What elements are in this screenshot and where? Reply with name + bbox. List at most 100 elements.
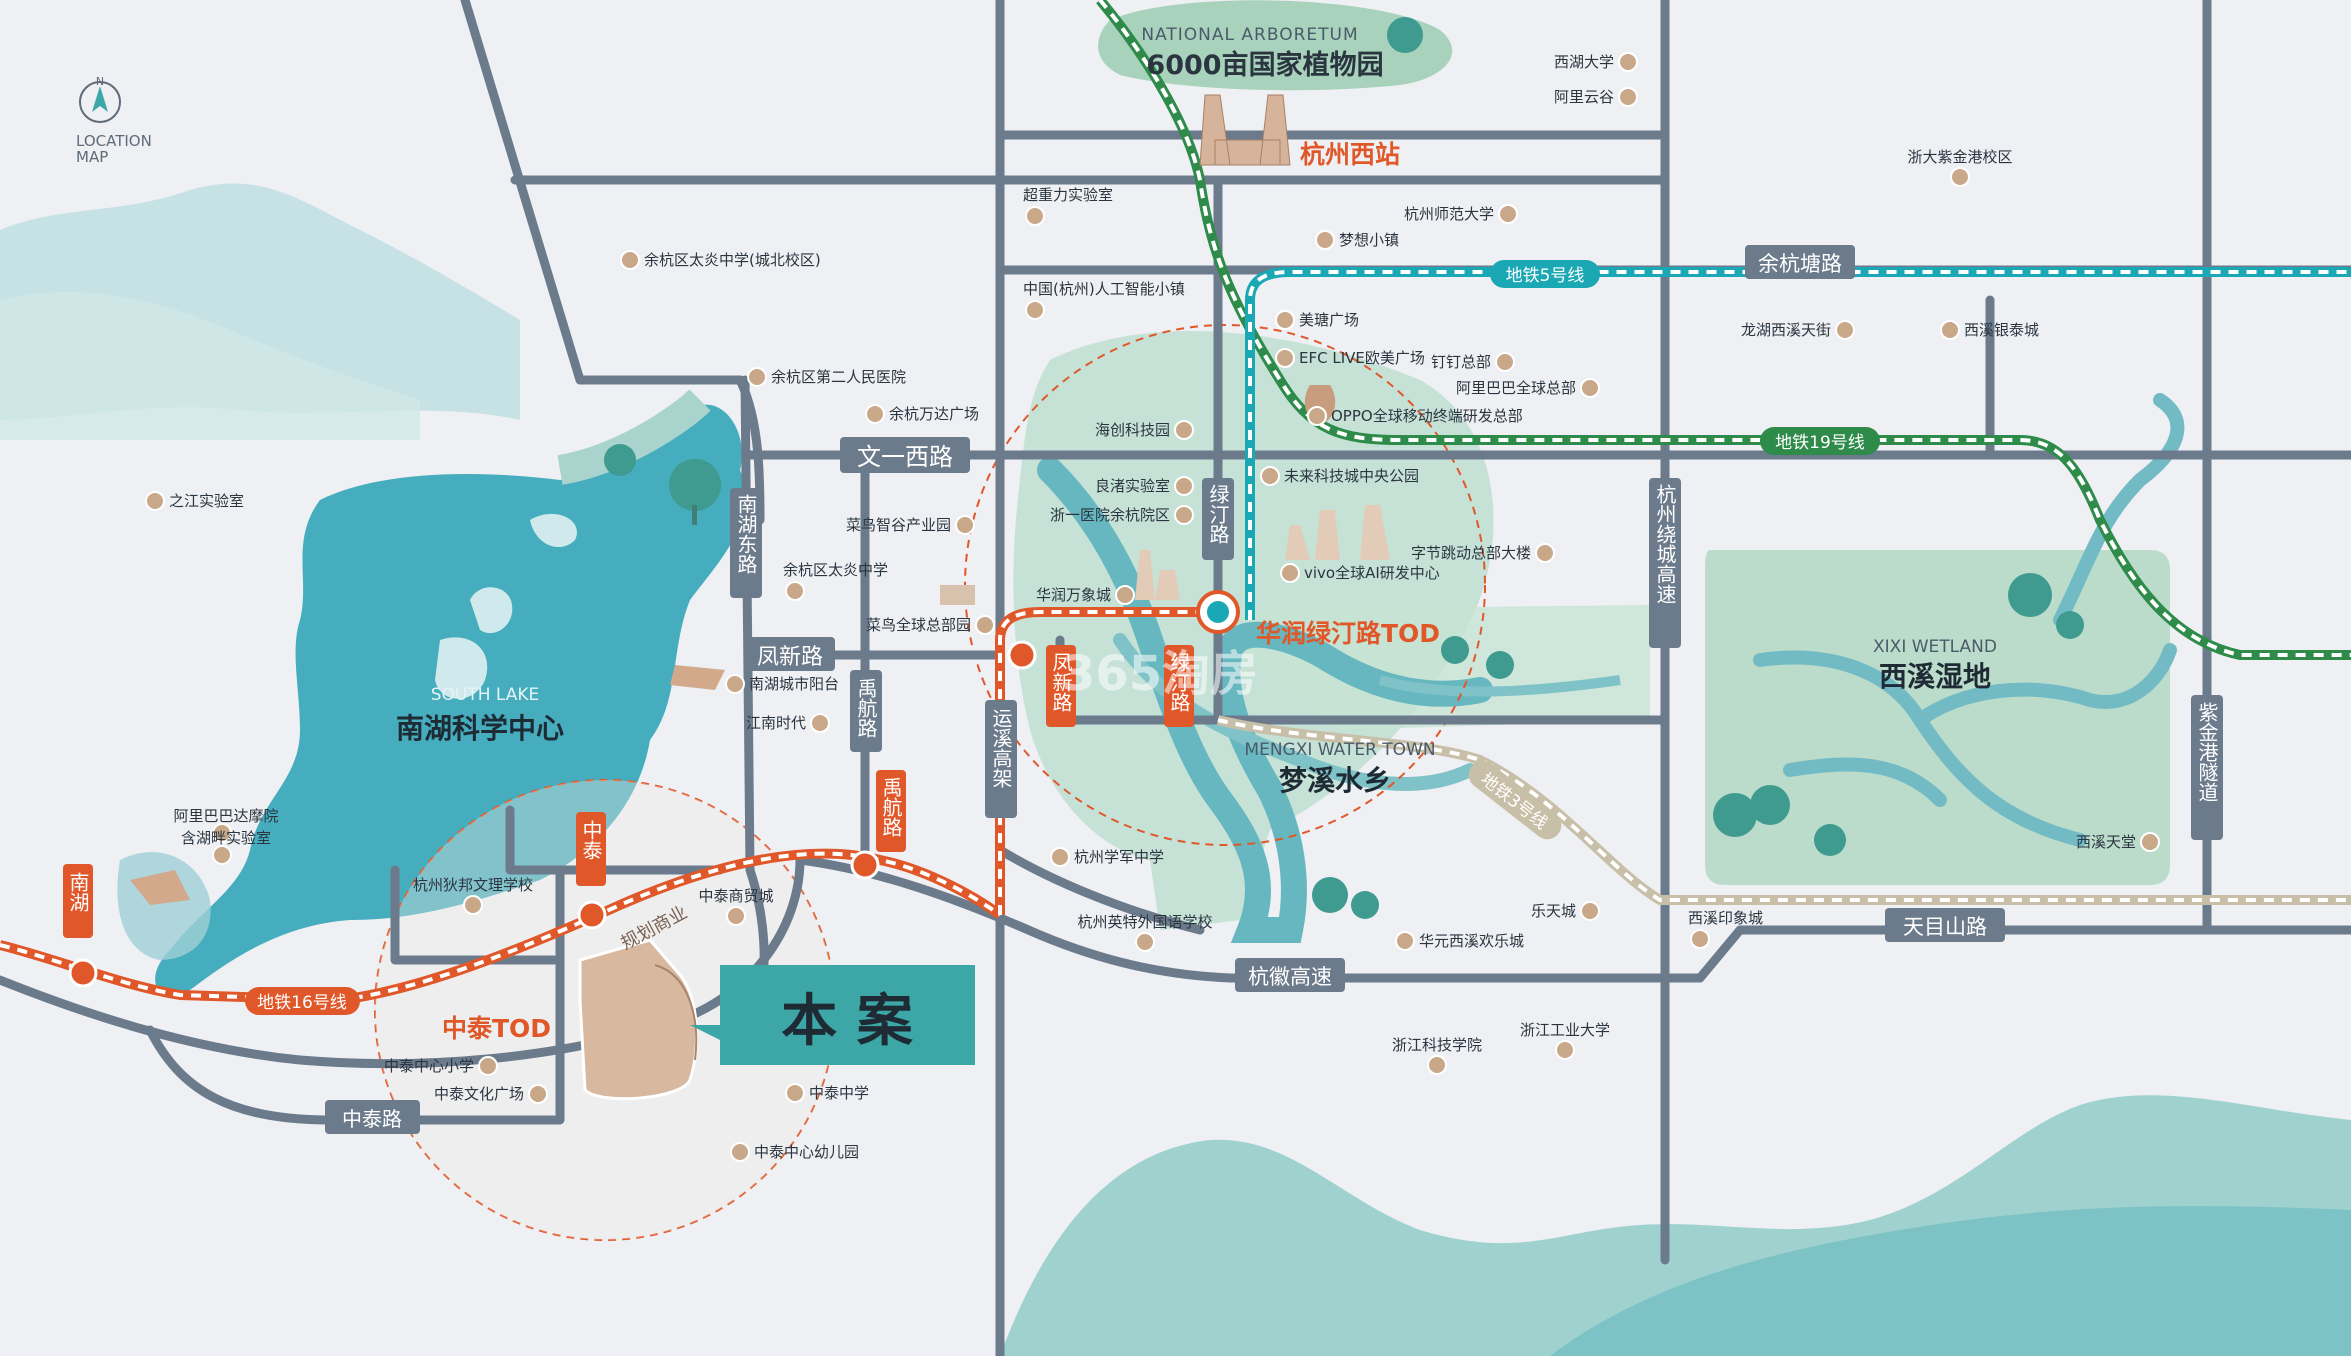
poi-marker-icon (1174, 505, 1194, 525)
poi-marker-icon (1275, 348, 1295, 368)
metro-line-5 (1245, 267, 2351, 620)
road-label-nanhu-v: 南湖 (66, 872, 90, 912)
poi-1: 阿里云谷 (1554, 87, 1638, 107)
poi-43: 中泰中心幼儿园 (730, 1142, 859, 1162)
poi-28: 南湖城市阳台 (725, 674, 839, 694)
station-zhongtai (577, 900, 607, 930)
poi-layer: 西湖大学阿里云谷浙大紫金港校区超重力实验室杭州师范大学梦想小镇余杭区太炎中学(城… (145, 52, 2160, 1162)
poi-20: 浙一医院余杭院区 (1050, 505, 1194, 525)
road-labels: 文一西路 凤新路 余杭塘路 杭徽高速 天目山路 中泰路 南湖东路 禹航路 运溪高… (63, 245, 2223, 1134)
poi-label: 余杭区太炎中学(城北校区) (644, 251, 821, 269)
poi-marker-icon (1260, 466, 1280, 486)
poi-marker-icon (726, 906, 746, 926)
poi-label: 西溪银泰城 (1964, 321, 2039, 339)
poi-label: 梦想小镇 (1339, 231, 1399, 249)
poi-marker-icon (747, 367, 767, 387)
river-xixi (1753, 393, 2185, 847)
road-label-lvting-1: 绿汀路 (1206, 484, 1230, 544)
poi-label: 之江实验室 (169, 492, 244, 510)
poi-label: 菜鸟全球总部园 (866, 616, 971, 634)
compass-north: N (96, 75, 104, 88)
road-label-yuhang-2: 禹航路 (879, 777, 903, 837)
poi-label: 江南时代 (746, 714, 806, 732)
poi-label: 良渚实验室 (1095, 477, 1170, 495)
poi-marker-icon (1580, 378, 1600, 398)
poi-27: 菜鸟全球总部园 (866, 615, 995, 635)
poi-marker-icon (620, 250, 640, 270)
road-label-zijingang: 紫金港隧道 (2195, 702, 2219, 802)
road-label-yuhang-1: 禹航路 (854, 678, 878, 738)
south-lake-en-label: SOUTH LAKE (431, 685, 540, 705)
metro-label-16: 地铁16号线 (257, 993, 347, 1013)
poi-marker-icon (1498, 204, 1518, 224)
poi-marker-icon (212, 845, 232, 865)
poi-marker-icon (1315, 230, 1335, 250)
poi-35: 杭州英特外国语学校 (1077, 913, 1213, 952)
poi-marker-icon (1025, 206, 1045, 226)
poi-label: 菜鸟智谷产业园 (846, 516, 951, 534)
poi-label: 钉钉总部 (1431, 353, 1491, 371)
south-lake-cn-label: 南湖科学中心 (396, 712, 564, 745)
poi-label: 含湖畔实验室 (181, 829, 271, 847)
project-site-edge (654, 964, 698, 1061)
road-label-zhongtai: 中泰路 (342, 1107, 402, 1131)
poi-38: 西溪印象城 (1688, 909, 1763, 949)
poi-41: 中泰文化广场 (434, 1084, 548, 1104)
poi-14: 西溪银泰城 (1940, 320, 2039, 340)
station-fengxin (1007, 640, 1037, 670)
poi-marker-icon (810, 713, 830, 733)
poi-3: 超重力实验室 (1023, 186, 1113, 226)
poi-6: 余杭区太炎中学(城北校区) (620, 250, 821, 270)
station-lvting-inner (1207, 601, 1229, 623)
poi-marker-icon (1835, 320, 1855, 340)
poi-marker-icon (1690, 929, 1710, 949)
poi-42: 中泰中学 (785, 1083, 869, 1103)
poi-label: vivo全球AI研发中心 (1304, 564, 1440, 582)
poi-marker-icon (478, 1056, 498, 1076)
poi-label: 杭州英特外国语学校 (1077, 913, 1212, 931)
poi-label: 中泰中心幼儿园 (754, 1143, 859, 1161)
poi-marker-icon (1280, 563, 1300, 583)
landmark-buildings (130, 94, 1390, 905)
poi-22: 菜鸟智谷产业园 (846, 515, 975, 535)
poi-33: 杭州狄邦文理学校 (413, 876, 533, 915)
poi-label: 华润万象城 (1036, 586, 1111, 604)
metro-line-19 (1096, 0, 2351, 660)
poi-marker-icon (1555, 1040, 1575, 1060)
poi-marker-icon (1950, 167, 1970, 187)
compass-line1: LOCATION (76, 132, 152, 150)
road-label-fengxin-h: 凤新路 (757, 645, 823, 670)
poi-marker-icon (785, 581, 805, 601)
metro-stations (68, 590, 1240, 988)
poi-12: OPPO全球移动终端研发总部 (1307, 406, 1523, 426)
poi-marker-icon (975, 615, 995, 635)
poi-31: 含湖畔实验室 (181, 829, 271, 865)
poi-marker-icon (1580, 901, 1600, 921)
poi-5: 梦想小镇 (1315, 230, 1399, 250)
poi-label: 余杭区第二人民医院 (771, 368, 906, 386)
road-label-fengxin-v: 凤新路 (1049, 652, 1073, 712)
south-lake-islands (435, 513, 577, 699)
poi-label: 浙大紫金港校区 (1907, 148, 2012, 166)
poi-marker-icon (1025, 300, 1045, 320)
poi-label: 乐天城 (1531, 902, 1576, 920)
road-label-tianmushan: 天目山路 (1903, 915, 1987, 939)
poi-marker-icon (1535, 543, 1555, 563)
road-label-zhongtai-v: 中泰 (579, 820, 603, 860)
west-station-label: 杭州西站 (1300, 140, 1400, 169)
poi-label: 余杭区太炎中学 (783, 561, 888, 579)
poi-marker-icon (785, 1083, 805, 1103)
poi-37: 华元西溪欢乐城 (1395, 931, 1524, 951)
poi-label: 杭州师范大学 (1404, 205, 1494, 223)
poi-18: 之江实验室 (145, 491, 244, 511)
poi-marker-icon (1495, 352, 1515, 372)
poi-10: 钉钉总部 (1431, 352, 1515, 372)
poi-36: 乐天城 (1531, 901, 1600, 921)
poi-17: 海创科技园 (1095, 420, 1194, 440)
poi-marker-icon (1275, 310, 1295, 330)
poi-label: 超重力实验室 (1023, 186, 1113, 204)
poi-7: 中国(杭州)人工智能小镇 (1023, 280, 1185, 320)
poi-34: 中泰商贸城 (698, 887, 774, 926)
project-site (578, 938, 698, 1101)
mengxi-cn-label: 梦溪水乡 (1279, 764, 1391, 797)
